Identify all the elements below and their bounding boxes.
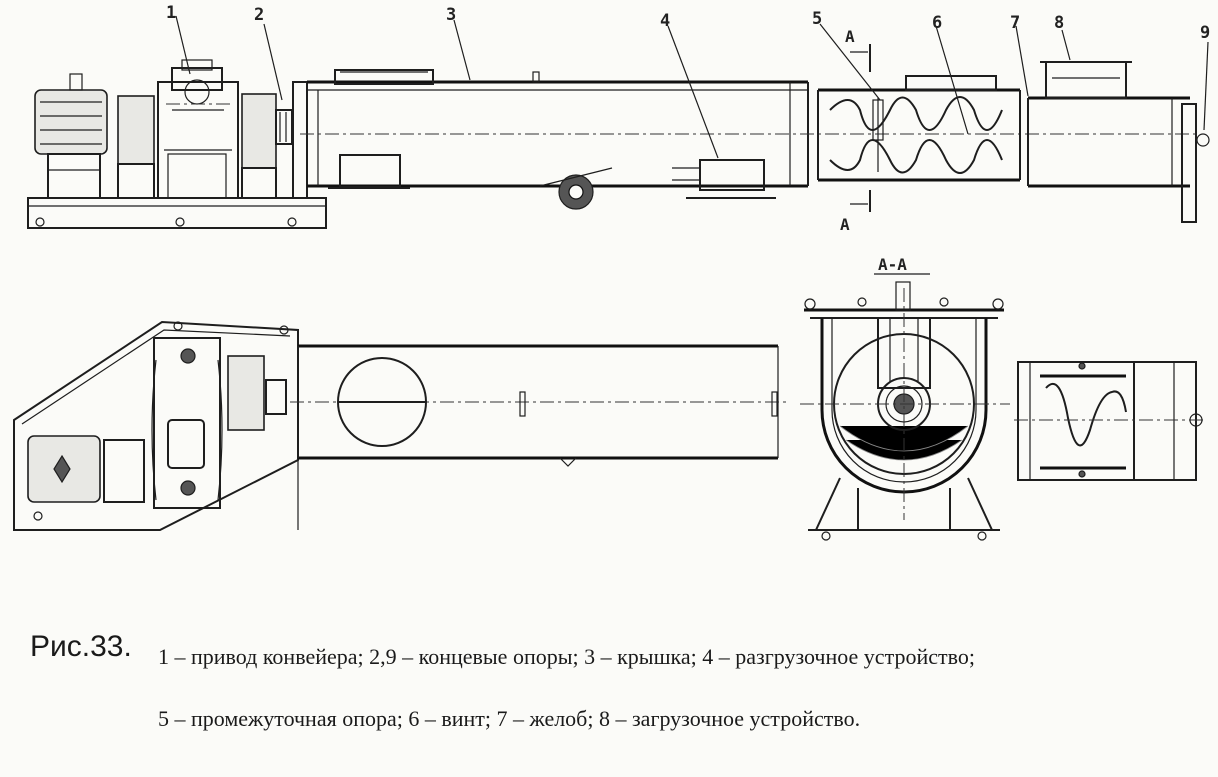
section-mark-bottom: A xyxy=(840,215,850,234)
callout-6: 6 xyxy=(932,13,942,33)
figure-number: Рис.33. xyxy=(30,630,132,663)
top-cover xyxy=(334,69,540,85)
plan-view xyxy=(13,320,790,531)
plan-trough xyxy=(290,344,790,467)
tail-end-support xyxy=(1181,103,1210,223)
section-a-a-view: A-A xyxy=(800,255,1010,541)
electric-motor xyxy=(34,73,108,199)
discharge-device xyxy=(672,159,776,199)
trough-section-3 xyxy=(1027,96,1190,188)
drive-base-frame xyxy=(27,197,327,229)
section-cut-marks xyxy=(850,44,871,212)
output-coupling xyxy=(241,93,293,199)
side-view: 1 2 3 4 5 6 7 8 9 A A xyxy=(27,3,1210,234)
callout-9: 9 xyxy=(1200,23,1210,43)
section-mark-top: A xyxy=(845,27,855,46)
callout-7: 7 xyxy=(1010,13,1020,33)
head-end-support xyxy=(292,81,308,199)
caption-line-2: 5 – промежуточная опора; 6 – винт; 7 – ж… xyxy=(158,706,861,731)
callout-4: 4 xyxy=(660,11,670,31)
section-title: A-A xyxy=(878,255,907,274)
plan-coupling xyxy=(227,355,287,431)
callout-1: 1 xyxy=(166,3,176,23)
callout-2: 2 xyxy=(254,5,264,25)
section-support-stand xyxy=(808,477,1000,541)
loading-device xyxy=(1040,61,1132,99)
wheel xyxy=(539,167,613,210)
plan-motor xyxy=(27,435,145,503)
callout-3: 3 xyxy=(446,5,456,25)
leader-lines xyxy=(175,15,1209,159)
intermediate-support-detail xyxy=(1014,361,1204,481)
intermediate-support-left xyxy=(328,154,410,189)
callout-8: 8 xyxy=(1054,13,1064,33)
trough-section-2 xyxy=(817,75,1021,182)
plan-base-frame xyxy=(13,320,299,531)
caption-line-1: 1 – привод конвейера; 2,9 – концевые опо… xyxy=(158,644,975,669)
coupling xyxy=(117,95,155,199)
callout-5: 5 xyxy=(812,9,822,29)
section-screw xyxy=(800,288,1010,520)
plan-gearbox xyxy=(151,337,223,509)
gearbox xyxy=(157,59,239,199)
